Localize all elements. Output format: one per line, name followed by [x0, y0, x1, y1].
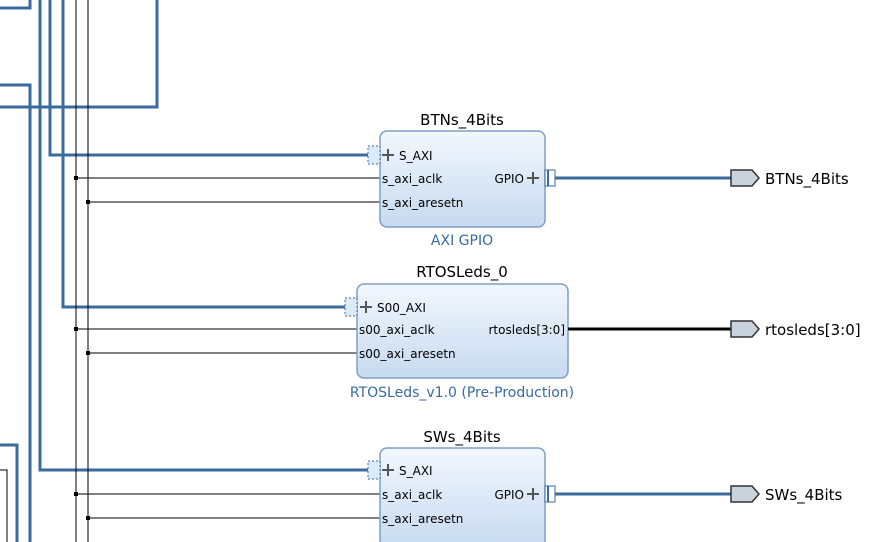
external-port-sws[interactable]: SWs_4Bits	[730, 485, 843, 505]
output-port-icon	[730, 485, 760, 503]
output-port-icon	[730, 320, 760, 338]
output-port-icon	[730, 169, 760, 187]
block-rtosleds-0[interactable]: RTOSLeds_0 S00_AXI s00_axi_aclk s00_axi_…	[344, 263, 574, 401]
pin-s00-axi: S00_AXI	[377, 301, 426, 315]
pin-reset: s_axi_aresetn	[382, 196, 463, 210]
clock-reset-nets[interactable]	[74, 0, 380, 542]
pin-rtosleds: rtosleds[3:0]	[489, 323, 566, 337]
block-instance-name: SWs_4Bits	[423, 428, 501, 447]
pin-s-axi: S_AXI	[399, 464, 433, 478]
pin-gpio: GPIO	[494, 488, 524, 502]
pin-clock: s00_axi_aclk	[359, 323, 435, 337]
port-label: SWs_4Bits	[765, 486, 843, 505]
block-btns-4bits[interactable]: BTNs_4Bits S_AXI s_axi_aclk s_axi_areset…	[367, 111, 556, 249]
block-instance-name: BTNs_4Bits	[420, 111, 504, 130]
port-label: rtosleds[3:0]	[765, 321, 861, 339]
pin-gpio: GPIO	[494, 172, 524, 186]
block-instance-name: RTOSLeds_0	[416, 263, 508, 282]
pin-s-axi: S_AXI	[399, 149, 433, 163]
port-label: BTNs_4Bits	[765, 170, 849, 189]
pin-reset: s_axi_aresetn	[382, 512, 463, 526]
pin-reset: s00_axi_aresetn	[359, 347, 456, 361]
axi-interconnect-wires[interactable]	[0, 0, 375, 542]
external-port-rtosleds[interactable]: rtosleds[3:0]	[730, 320, 861, 339]
block-ip-type: RTOSLeds_v1.0 (Pre-Production)	[350, 385, 574, 401]
block-sws-4bits[interactable]: SWs_4Bits S_AXI s_axi_aclk s_axi_aresetn…	[367, 428, 556, 542]
external-port-btns[interactable]: BTNs_4Bits	[730, 169, 849, 189]
pin-clock: s_axi_aclk	[382, 172, 442, 186]
pin-clock: s_axi_aclk	[382, 488, 442, 502]
block-ip-type: AXI GPIO	[431, 233, 493, 249]
